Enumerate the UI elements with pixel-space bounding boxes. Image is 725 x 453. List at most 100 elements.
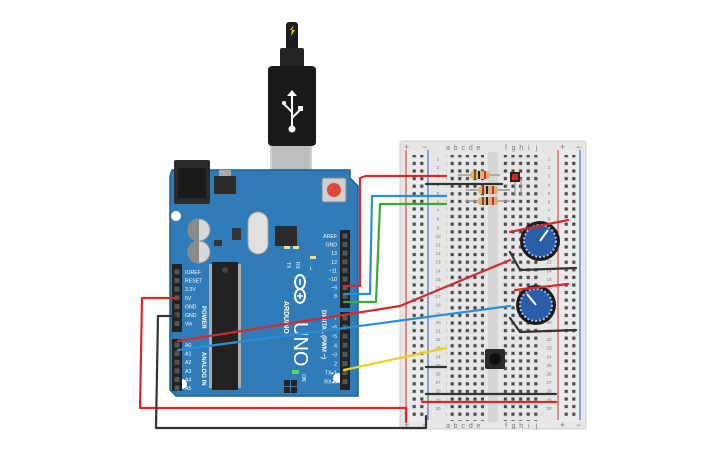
rail-plus-bottom-left: + (404, 420, 409, 430)
analog-pin-label: A4 (185, 377, 191, 383)
breadboard-row-number: 18 (435, 303, 441, 308)
breadboard-column-letter: a (446, 423, 450, 430)
breadboard-row-number: 16 (435, 286, 441, 291)
breadboard-row-number: 28 (546, 389, 552, 394)
digital-pin-hole (342, 285, 348, 291)
breadboard-row-number: 13 (546, 260, 552, 265)
digital-pin-label: 2 (334, 362, 337, 368)
potentiometer-icon[interactable] (516, 285, 556, 325)
rail-minus-top-left: − (422, 142, 427, 152)
breadboard-row-number: 15 (435, 277, 441, 282)
breadboard-row-number: 9 (437, 225, 440, 230)
breadboard-row-number: 8 (548, 217, 551, 222)
power-pin-label: RESET (185, 279, 203, 285)
power-pin-label: 3.3V (185, 287, 196, 293)
digital-pin-label: 4 (334, 343, 337, 349)
analog-pin-label: A1 (185, 352, 191, 358)
breadboard-row-number: 23 (435, 346, 441, 351)
on-label: ON (300, 374, 306, 382)
digital-pin-hole (342, 233, 348, 239)
reset-button-icon[interactable] (321, 177, 347, 203)
arduino-logo-text: ARDUINO (282, 301, 289, 334)
digital-pin-label: ~9 (331, 286, 337, 292)
breadboard-row-number: 17 (435, 294, 441, 299)
l-led-label: L (310, 266, 313, 272)
breadboard-row-number: 10 (435, 234, 441, 239)
analog-pin-label: A2 (185, 360, 191, 366)
breadboard-row-number: 24 (435, 354, 441, 359)
analog-pin-label: A0 (185, 343, 191, 349)
breadboard-row-number: 27 (546, 380, 552, 385)
breadboard-row-number: 16 (546, 286, 552, 291)
wire-blue-a1-pot (176, 304, 512, 352)
power-pin-hole (174, 278, 180, 284)
breadboard-row-number: 8 (437, 217, 440, 222)
analog-pin-label: A5 (185, 386, 191, 392)
digital-pin-label: ~3 (331, 352, 337, 358)
breadboard-column-letter: j (535, 423, 538, 430)
digital-pin-label: ~10 (328, 277, 337, 283)
breadboard-column-letter: i (528, 423, 530, 430)
breadboard-column-letter: h (519, 423, 523, 430)
power-pin-label: IOREF (185, 270, 201, 276)
arduino-uno-board: TX RX L ARDUINO UNO ON (169, 160, 359, 397)
breadboard-row-number: 11 (436, 243, 441, 248)
rail-plus-top-right: + (560, 142, 565, 152)
wire-red-a0-pot (176, 258, 512, 343)
digital-pin-label: ~6 (331, 325, 337, 331)
breadboard-row-number: 5 (437, 191, 440, 196)
potentiometer-icon[interactable] (520, 221, 560, 261)
breadboard-row-number: 20 (546, 320, 552, 325)
analog-pin-hole (174, 385, 180, 391)
breadboard-column-letter: c (461, 145, 465, 152)
digital-pin-hole (342, 259, 348, 265)
rail-minus-bottom-left: − (422, 420, 427, 430)
breadboard-row-number: 5 (548, 191, 551, 196)
breadboard-row-number: 26 (435, 372, 441, 377)
breadboard-row-number: 2 (548, 165, 551, 170)
digital-pin-hole (342, 315, 348, 321)
atmega-chip (209, 262, 241, 390)
wire-red-pot2 (513, 282, 570, 292)
digital-label: DIGITAL (PWM ~) (320, 310, 326, 359)
digital-pin-label: ~11 (329, 268, 338, 274)
breadboard-row-number: 15 (546, 277, 552, 282)
wire-red-pin11-led (342, 174, 448, 288)
power-pin-label: GND (185, 304, 197, 310)
breadboard-row-number: 6 (437, 200, 440, 205)
power-pin-hole (174, 303, 180, 309)
led-icon (510, 172, 522, 196)
digital-pin-hole (342, 342, 348, 348)
analog-pin-hole (174, 359, 180, 365)
breadboard-row-number: 30 (546, 406, 552, 411)
analog-pin-hole (174, 342, 180, 348)
pushbutton-icon[interactable] (485, 349, 505, 369)
breadboard-row-number: 23 (546, 346, 552, 351)
breadboard-column-letter: d (469, 423, 473, 430)
rail-plus-bottom-right: + (560, 420, 565, 430)
breadboard-row-number: 20 (435, 320, 441, 325)
breadboard-row-number: 29 (435, 397, 441, 402)
rail-plus-top-left: + (404, 142, 409, 152)
resistor-icon (458, 171, 500, 179)
digital-pin-hole (342, 370, 348, 376)
analog-label: ANALOG IN (200, 352, 206, 386)
power-pin-hole (174, 312, 180, 318)
resistor-icon (466, 197, 510, 205)
digital-pin-label: 12 (331, 260, 337, 266)
breadboard-row-number: 27 (435, 380, 441, 385)
breadboard-row-number: 13 (435, 260, 441, 265)
wire-yellow-pin2 (342, 346, 448, 372)
digital-pin-hole (342, 361, 348, 366)
power-pin-label: 5V (185, 296, 192, 302)
breadboard-column-letter: h (519, 145, 523, 152)
rail-minus-bottom-right: − (576, 420, 581, 430)
breadboard-row-number: 26 (546, 372, 552, 377)
analog-header (172, 339, 182, 391)
breadboard-column-letter: b (454, 423, 458, 430)
wire-blue-pin10 (342, 194, 448, 296)
digital-pin-hole (342, 351, 348, 357)
breadboard-column-letter: j (535, 145, 538, 152)
breadboard-column-letter: e (476, 423, 480, 430)
